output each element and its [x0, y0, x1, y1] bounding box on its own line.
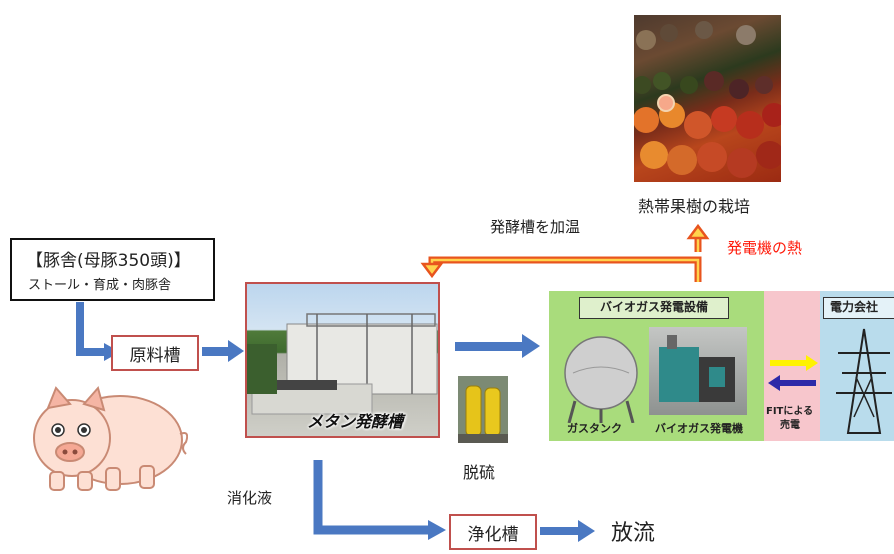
arrow-farm-to-raw-tank [76, 302, 106, 356]
fruit-photo [634, 15, 781, 182]
arrowhead-heat-return [420, 262, 444, 279]
farm-subtitle: ストール・育成・肉豚舎 [28, 278, 172, 293]
transmission-tower-icon [836, 328, 892, 434]
fit-exchange-arrows [768, 355, 818, 391]
fruit-label: 熱帯果樹の栽培 [638, 197, 751, 216]
gas-tank-icon [564, 336, 638, 423]
farm-title: 【豚舎(母豚350頭)】 [26, 251, 191, 271]
arrow-heat-return [428, 256, 702, 282]
biogas-title: バイオガス発電設備 [599, 300, 708, 314]
fit-label-line2: 売電 [780, 420, 800, 431]
generator-label: バイオガス発電機 [655, 422, 743, 435]
raw-tank-label: 原料槽 [129, 345, 181, 366]
arrow-to-discharge [540, 527, 580, 535]
arrow-digestate [313, 460, 430, 535]
desulfurization-tank-icon [458, 385, 508, 443]
fermenter-label: メタン発酵槽 [307, 412, 404, 431]
arrowhead-digestate [428, 520, 446, 540]
fruit-illustration [634, 21, 781, 178]
generator-photo [649, 327, 747, 415]
fit-panel: FITによる 売電 [764, 291, 820, 441]
arrowhead-raw-tank-to-fermenter [228, 340, 244, 362]
generator-machine-icon [659, 335, 735, 402]
power-company-title-box: 電力会社 [823, 297, 894, 319]
power-company-title: 電力会社 [830, 300, 879, 314]
arrowhead-to-discharge [578, 520, 595, 542]
desulfurization-label: 脱硫 [463, 463, 496, 482]
raw-tank-box: 原料槽 [111, 335, 199, 371]
desulfurization-photo [458, 376, 508, 443]
generator-heat-label: 発電機の熱 [727, 239, 803, 257]
discharge-label: 放流 [611, 521, 656, 546]
power-company-panel: 電力会社 [820, 291, 894, 441]
biogas-title-box: バイオガス発電設備 [579, 297, 729, 319]
arrow-fermenter-to-biogas [455, 342, 525, 351]
farm-box: 【豚舎(母豚350頭)】 ストール・育成・肉豚舎 [10, 238, 215, 301]
heating-label: 発酵槽を加温 [490, 218, 581, 236]
fermenter-photo: メタン発酵槽 [245, 282, 440, 438]
biogas-panel: バイオガス発電設備 ガスタンク バイオガス発電機 [549, 291, 764, 441]
pig-illustration [33, 385, 188, 491]
purification-tank-box: 浄化槽 [449, 514, 537, 550]
purification-tank-label: 浄化槽 [467, 524, 519, 545]
arrowhead-heat-to-fruit [686, 223, 710, 240]
fit-label-line1: FITによる [766, 406, 814, 417]
digestate-label: 消化液 [227, 489, 273, 507]
arrow-raw-tank-to-fermenter [202, 347, 230, 356]
arrowhead-fermenter-to-biogas [522, 334, 540, 358]
fermenter-structure [247, 313, 438, 415]
gas-tank-label: ガスタンク [567, 422, 622, 435]
